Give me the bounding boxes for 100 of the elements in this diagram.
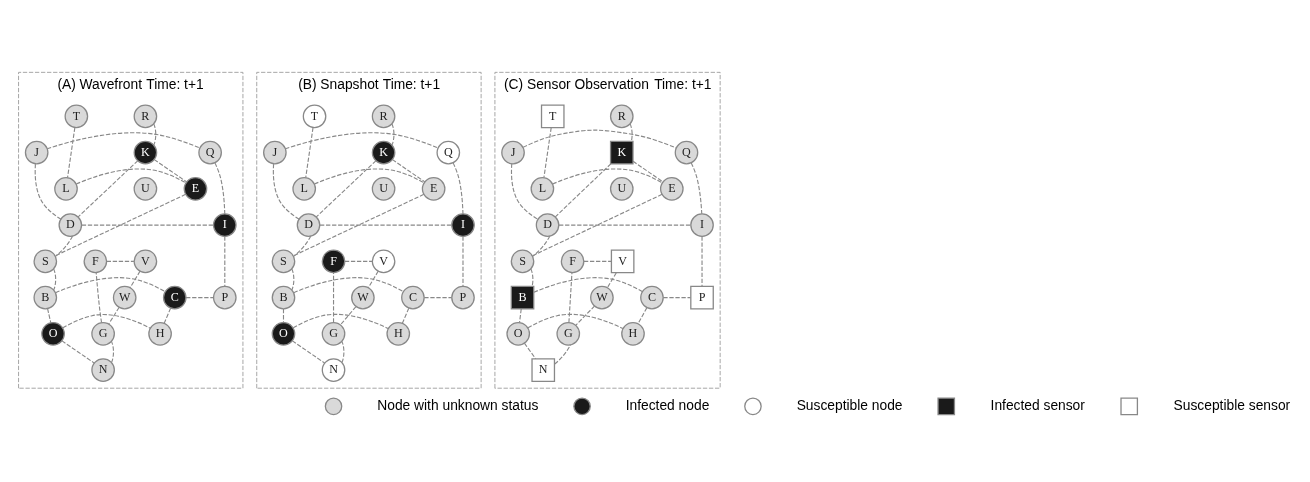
node-circle: C	[162, 285, 187, 309]
connector	[701, 235, 703, 287]
node-circle: L	[54, 176, 78, 201]
node-circle: B	[271, 285, 296, 309]
connector	[106, 260, 135, 262]
connector	[61, 339, 95, 364]
node-circle: D	[535, 212, 560, 237]
node-circle: Q	[674, 140, 699, 164]
node-circle: D	[58, 212, 83, 237]
node-box: N	[531, 357, 556, 382]
node-circle: K	[133, 140, 158, 164]
node-circle: V	[371, 249, 396, 273]
connector	[291, 267, 295, 291]
node-box: P	[690, 285, 714, 309]
connector	[54, 193, 187, 256]
connector	[391, 122, 395, 146]
legend-label: Susceptible sensor	[1173, 397, 1291, 413]
connector	[554, 343, 571, 365]
node-circle: O	[41, 321, 65, 346]
connector	[423, 296, 453, 298]
node-circle: I	[451, 212, 475, 237]
connector	[523, 342, 537, 359]
legend-label: Node with unknown status	[377, 397, 539, 413]
connector	[662, 296, 692, 298]
node-box: V	[610, 249, 635, 273]
connector	[46, 131, 201, 149]
connector	[305, 126, 314, 178]
connector	[558, 224, 692, 226]
legend-label: Susceptible node	[796, 397, 903, 413]
connector	[533, 276, 643, 293]
node-circle: V	[133, 249, 158, 273]
connector	[81, 224, 214, 226]
connector	[518, 307, 522, 323]
connector	[629, 122, 633, 142]
node-circle: E	[659, 176, 684, 201]
node-circle: J	[24, 140, 49, 164]
connector	[632, 160, 664, 182]
connector	[153, 158, 188, 182]
node-circle: T	[302, 104, 327, 128]
node-circle: N	[321, 357, 346, 382]
connector	[690, 161, 703, 214]
node-circle: C	[640, 285, 664, 309]
node-circle: E	[421, 176, 446, 201]
node-circle: J	[501, 140, 525, 164]
connector	[606, 271, 617, 288]
connector	[527, 313, 624, 329]
node-circle: D	[296, 212, 321, 237]
connector	[341, 340, 345, 363]
connector	[530, 267, 534, 287]
node-circle: G	[321, 321, 346, 346]
node-circle: K	[371, 140, 396, 164]
node-circle: R	[609, 104, 634, 128]
connector	[108, 306, 120, 325]
node-circle: Q	[436, 140, 461, 164]
connector	[637, 306, 648, 324]
connector	[284, 131, 439, 149]
connector	[462, 235, 464, 287]
node-circle: P	[212, 285, 237, 309]
connector	[292, 313, 389, 329]
node-circle: F	[321, 249, 346, 273]
node-circle: C	[401, 285, 425, 309]
node-circle: S	[510, 249, 535, 273]
connector	[339, 305, 357, 325]
connector	[214, 161, 226, 214]
connector	[110, 340, 115, 363]
connector	[291, 339, 326, 364]
connector	[522, 129, 677, 148]
connector	[272, 163, 300, 220]
node-circle: L	[292, 176, 317, 201]
node-box: T	[540, 104, 565, 128]
node-circle: E	[183, 176, 208, 201]
node-circle: F	[560, 249, 585, 273]
node-box: B	[510, 285, 535, 309]
connector	[583, 260, 612, 262]
connector	[293, 193, 425, 256]
node-circle: B	[33, 285, 58, 309]
connector	[315, 159, 377, 217]
connector	[282, 307, 285, 323]
connector	[54, 235, 74, 257]
connector	[401, 307, 410, 324]
node-circle: O	[506, 321, 531, 346]
node-circle: S	[33, 249, 58, 273]
connector	[224, 235, 226, 287]
node-circle: R	[133, 104, 158, 128]
node-circle: R	[371, 104, 396, 128]
connector	[293, 235, 312, 257]
connector	[568, 271, 573, 323]
connector	[163, 307, 172, 324]
connector	[185, 296, 214, 298]
connector	[55, 276, 166, 293]
node-circle: G	[556, 321, 581, 346]
connector	[314, 167, 425, 185]
node-circle: L	[530, 176, 555, 201]
node-circle: G	[91, 321, 115, 346]
connector	[47, 307, 52, 323]
connector	[543, 126, 552, 178]
connector	[53, 267, 57, 291]
connector	[452, 161, 464, 214]
node-circle: U	[609, 176, 634, 201]
node-circle: T	[64, 104, 89, 128]
